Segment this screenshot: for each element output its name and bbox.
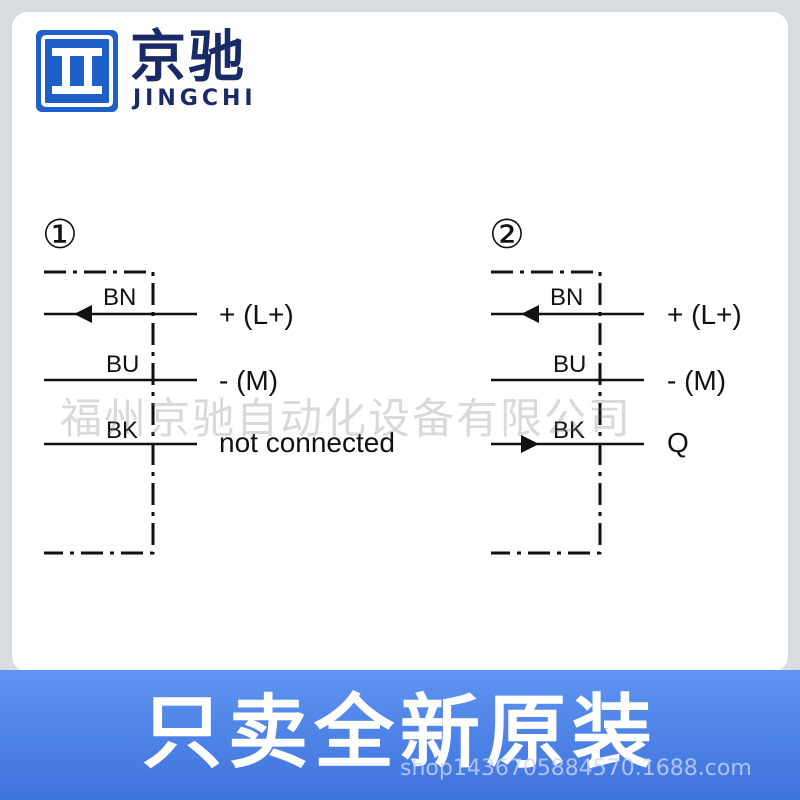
diagram-number: ① xyxy=(42,213,78,257)
brand-name-english: JINGCHI xyxy=(133,86,257,111)
wire-code: BK xyxy=(553,417,585,444)
diagram-number: ② xyxy=(489,213,525,257)
wire-code: BU xyxy=(106,351,139,378)
device-boundary xyxy=(44,270,155,555)
wire-code: BN xyxy=(103,284,136,311)
wire-label: + (L+) xyxy=(219,299,294,330)
shop-id-text: shop1436705884570.1688.com xyxy=(400,756,752,781)
wire-label: - (M) xyxy=(219,365,278,396)
company-watermark: 福州京驰自动化设备有限公司 xyxy=(60,394,633,443)
wire-label: + (L+) xyxy=(667,299,742,330)
arrow-left-icon xyxy=(74,305,92,323)
wire-code: BK xyxy=(106,417,138,444)
arrow-right-icon xyxy=(521,435,539,453)
arrow-left-icon xyxy=(521,305,539,323)
wire-code: BU xyxy=(553,351,586,378)
device-boundary xyxy=(491,270,602,555)
wiring-diagrams: ① BN BU BK + (L+) - (M) not connected ② … xyxy=(42,213,742,555)
wire-label: Q xyxy=(667,427,689,458)
wire-label: not connected xyxy=(219,427,395,458)
content-card xyxy=(12,12,788,672)
wiring-diagram-1: ① BN BU BK + (L+) - (M) not connected xyxy=(42,213,395,555)
jc-logo-icon xyxy=(36,30,118,112)
wire-label: - (M) xyxy=(667,365,726,396)
wire-code: BN xyxy=(550,284,583,311)
brand-name-chinese: 京驰 xyxy=(130,25,246,90)
wiring-diagram-2: ② BN BU BK + (L+) - (M) Q xyxy=(489,213,742,555)
promo-banner: 只卖全新原装 xyxy=(0,670,800,800)
banner-text: 只卖全新原装 xyxy=(142,686,658,779)
